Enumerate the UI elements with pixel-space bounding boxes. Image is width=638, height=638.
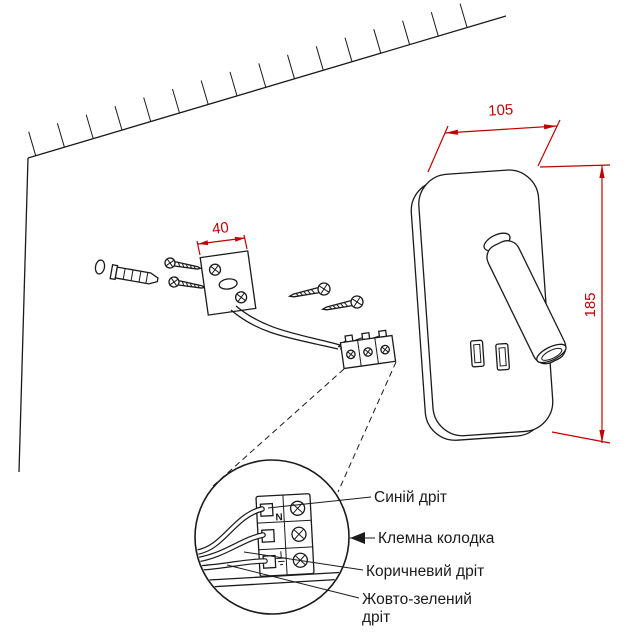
dimension-height: 185 <box>539 164 611 444</box>
mounting-screw-2 <box>168 276 207 289</box>
leader-line-yellow-green-wire <box>226 564 360 599</box>
arrowhead <box>234 236 245 242</box>
phillips-cross-icon <box>166 259 174 267</box>
drill-hole <box>94 259 106 275</box>
label-brown-wire: Коричневий дріт <box>366 563 484 580</box>
screw-4 <box>320 295 364 311</box>
switch-rocker <box>498 347 507 367</box>
wall-left-edge <box>18 157 29 473</box>
spot-body <box>486 240 567 365</box>
switch-rocker <box>473 343 482 364</box>
terminal-block-small <box>339 329 397 370</box>
reading-light-spot <box>483 232 567 365</box>
phillips-cross-icon <box>170 278 178 286</box>
spot-end-face <box>536 343 567 364</box>
label-terminal-block: Клемна колодка <box>378 530 495 547</box>
ground-symbol-icon <box>276 551 287 566</box>
arrowhead <box>543 124 557 130</box>
arrowhead <box>445 129 459 135</box>
dimension-height-text: 185 <box>582 292 599 317</box>
wall <box>18 3 507 473</box>
switch-left <box>469 339 485 368</box>
dimension-width: 105 <box>427 101 561 173</box>
lamp-front-panel <box>418 169 554 437</box>
dimension-width-text: 105 <box>488 101 514 119</box>
wire-yellow-green <box>197 558 268 571</box>
switch-right <box>495 342 510 371</box>
mounting-screw-1 <box>164 257 203 270</box>
arrowhead <box>198 240 209 246</box>
wire-blue <box>196 506 265 555</box>
wire-brown <box>196 532 266 563</box>
label-blue-wire: Синій дріт <box>374 489 447 506</box>
wall-anchor <box>109 264 159 285</box>
leader-arrowhead-terminal-block <box>350 532 365 544</box>
phillips-cross-icon <box>236 293 246 302</box>
label-yellow-green-wire-line1: Жовто-зелений <box>362 591 472 608</box>
mounting-bracket <box>199 250 257 316</box>
terminal-marking-neutral: N <box>275 512 283 523</box>
detail-circle <box>194 459 350 615</box>
anchor-body <box>114 266 159 285</box>
spot-lens <box>541 347 563 361</box>
wall-hatching <box>28 3 468 156</box>
bracket-center-slot <box>218 278 238 290</box>
wall-top-edge <box>27 15 507 159</box>
phillips-cross-icon <box>319 284 329 294</box>
dimension-bracket-width-text: 40 <box>211 219 230 238</box>
leader-line-brown-wire <box>243 551 364 571</box>
anchor-ribs <box>122 268 149 284</box>
dimension-bracket-width: 40 <box>196 219 248 256</box>
leader-line-blue-wire <box>267 496 372 509</box>
label-yellow-green-wire-line2: дріт <box>362 609 390 626</box>
detail-callout-line-2 <box>337 361 397 493</box>
arrowhead <box>599 165 605 178</box>
phillips-cross-icon <box>210 265 220 274</box>
screw-3 <box>287 282 331 298</box>
base-plate <box>196 571 348 589</box>
arrowhead <box>599 430 605 443</box>
phillips-cross-icon <box>352 297 362 307</box>
